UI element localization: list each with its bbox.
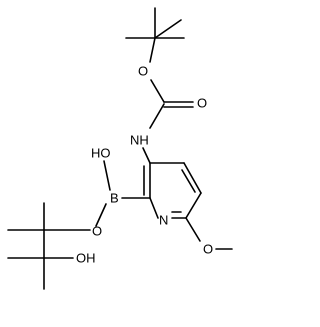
pyridine-nitrogen-label: N (159, 213, 168, 228)
boron-label: B (110, 191, 119, 206)
pinacol-hydroxyl-label: OH (76, 251, 96, 266)
methoxy-oxygen-label: O (203, 242, 213, 257)
carbamate-oxygen-label: O (138, 64, 148, 79)
bond-ring-c4-c5 (183, 162, 202, 194)
bond-nh-to-ring (142, 147, 151, 164)
bonds (7, 7, 233, 290)
bond-tbu-top-right (154, 19, 182, 39)
bond-ring-n-c2 (149, 197, 159, 219)
bond-boron-to-o (95, 203, 107, 227)
bond-ring-c4-c5-inner (181, 169, 196, 193)
nh-label: NH (130, 133, 149, 148)
bond-boron-to-oh (103, 160, 111, 191)
bond-o-to-carbonyl-c (150, 79, 165, 103)
atom-labels: O O NH HO B O N O OH (76, 64, 213, 266)
bond-ring-c6-to-methoxy-o (185, 217, 201, 242)
chemical-structure: O O NH HO B O N O OH (7, 7, 233, 290)
carbonyl-oxygen-label: O (197, 96, 207, 111)
bond-tbu-to-o (149, 37, 156, 63)
boron-hydroxyl-label: HO (91, 146, 111, 161)
bond-carbonyl-c-to-nh (149, 103, 165, 129)
bond-ring-c5-c6 (185, 192, 202, 219)
boronic-ester-oxygen-label: O (92, 224, 102, 239)
